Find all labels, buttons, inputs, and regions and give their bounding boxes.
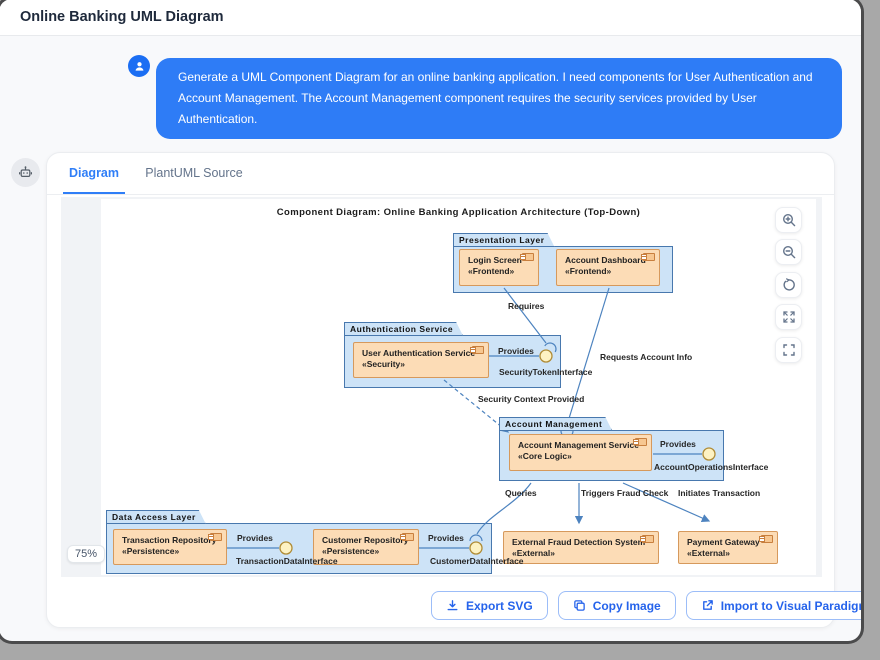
zoom-in-button[interactable] bbox=[775, 207, 802, 233]
user-avatar bbox=[128, 55, 150, 77]
component-transaction-repository: Transaction Repository «Persistence» bbox=[113, 529, 227, 565]
component-user-authentication-service: User Authentication Service «Security» bbox=[353, 342, 489, 378]
reset-view-button[interactable] bbox=[775, 272, 802, 298]
edge-label-provides: Provides bbox=[428, 533, 464, 543]
component-icon bbox=[641, 253, 655, 261]
diagram-connectors bbox=[227, 287, 716, 555]
user-icon bbox=[135, 61, 143, 71]
zoom-out-icon bbox=[782, 245, 795, 259]
edge-label-initiates-transaction: Initiates Transaction bbox=[678, 488, 761, 498]
copy-icon bbox=[573, 600, 585, 611]
robot-icon bbox=[19, 166, 32, 178]
component-icon bbox=[400, 533, 414, 541]
package-label: Account Management bbox=[499, 417, 612, 431]
component-payment-gateway: Payment Gateway «External» bbox=[678, 531, 778, 564]
action-bar: Export SVG Copy Image Import to Visual P… bbox=[431, 591, 861, 620]
component-icon bbox=[759, 535, 773, 543]
interface-label-customer-data: CustomerDataInterface bbox=[430, 556, 524, 566]
diagram-sheet: Component Diagram: Online Banking Applic… bbox=[101, 199, 816, 575]
user-message-bubble: Generate a UML Component Diagram for an … bbox=[156, 58, 842, 139]
component-icon bbox=[520, 253, 534, 261]
app-window: Online Banking UML Diagram Generate a UM… bbox=[0, 0, 864, 644]
package-label: Authentication Service bbox=[344, 322, 463, 336]
component-icon bbox=[640, 535, 654, 543]
diagram-canvas[interactable]: Component Diagram: Online Banking Applic… bbox=[61, 197, 822, 577]
external-link-icon bbox=[702, 600, 713, 610]
fullscreen-button[interactable] bbox=[775, 337, 802, 363]
edge-label-requests-account-info: Requests Account Info bbox=[600, 352, 693, 362]
tab-bar: Diagram PlantUML Source bbox=[47, 153, 834, 195]
app-header: Online Banking UML Diagram bbox=[0, 0, 861, 36]
tab-diagram[interactable]: Diagram bbox=[63, 153, 125, 194]
copy-image-button[interactable]: Copy Image bbox=[557, 591, 676, 620]
edge-label-security-context: Security Context Provided bbox=[478, 394, 585, 404]
component-customer-repository: Customer Repository «Persistence» bbox=[313, 529, 419, 565]
component-icon bbox=[470, 346, 484, 354]
edge-label-provides: Provides bbox=[660, 439, 696, 449]
zoom-level-badge: 75% bbox=[67, 545, 106, 563]
download-icon bbox=[447, 600, 458, 611]
component-icon bbox=[633, 438, 647, 446]
component-account-management-service: Account Management Service «Core Logic» bbox=[509, 434, 652, 471]
export-svg-button[interactable]: Export SVG bbox=[431, 591, 548, 620]
fullscreen-icon bbox=[782, 344, 795, 356]
import-visual-paradigm-button[interactable]: Import to Visual Paradigm bbox=[685, 591, 861, 620]
assistant-avatar bbox=[11, 158, 40, 187]
component-icon bbox=[208, 533, 222, 541]
reset-view-icon bbox=[782, 278, 795, 291]
diagram-title: Component Diagram: Online Banking Applic… bbox=[276, 207, 641, 218]
page-title: Online Banking UML Diagram bbox=[20, 9, 224, 25]
diagram-card: Diagram PlantUML Source Component Diagra… bbox=[46, 152, 861, 628]
interface-label-account-operations: AccountOperationsInterface bbox=[654, 462, 769, 472]
zoom-in-icon bbox=[782, 213, 795, 227]
package-label: Presentation Layer bbox=[453, 233, 555, 247]
edge-label-provides: Provides bbox=[237, 533, 273, 543]
edge-label-requires: Requires bbox=[508, 301, 545, 311]
edge-label-provides: Provides bbox=[498, 346, 534, 356]
interface-label-transaction-data: TransactionDataInterface bbox=[236, 556, 338, 566]
expand-icon bbox=[782, 311, 795, 323]
package-label: Data Access Layer bbox=[106, 510, 206, 524]
component-login-screen: Login Screen «Frontend» bbox=[459, 249, 539, 286]
edge-label-triggers-fraud-check: Triggers Fraud Check bbox=[581, 488, 669, 498]
tab-plantuml-source[interactable]: PlantUML Source bbox=[145, 166, 243, 180]
component-account-dashboard: Account Dashboard «Frontend» bbox=[556, 249, 660, 286]
zoom-out-button[interactable] bbox=[775, 239, 802, 265]
component-external-fraud-detection: External Fraud Detection System «Externa… bbox=[503, 531, 659, 564]
fit-view-button[interactable] bbox=[775, 304, 802, 330]
interface-label-security-token: SecurityTokenInterface bbox=[499, 367, 593, 377]
edge-label-queries: Queries bbox=[505, 488, 537, 498]
